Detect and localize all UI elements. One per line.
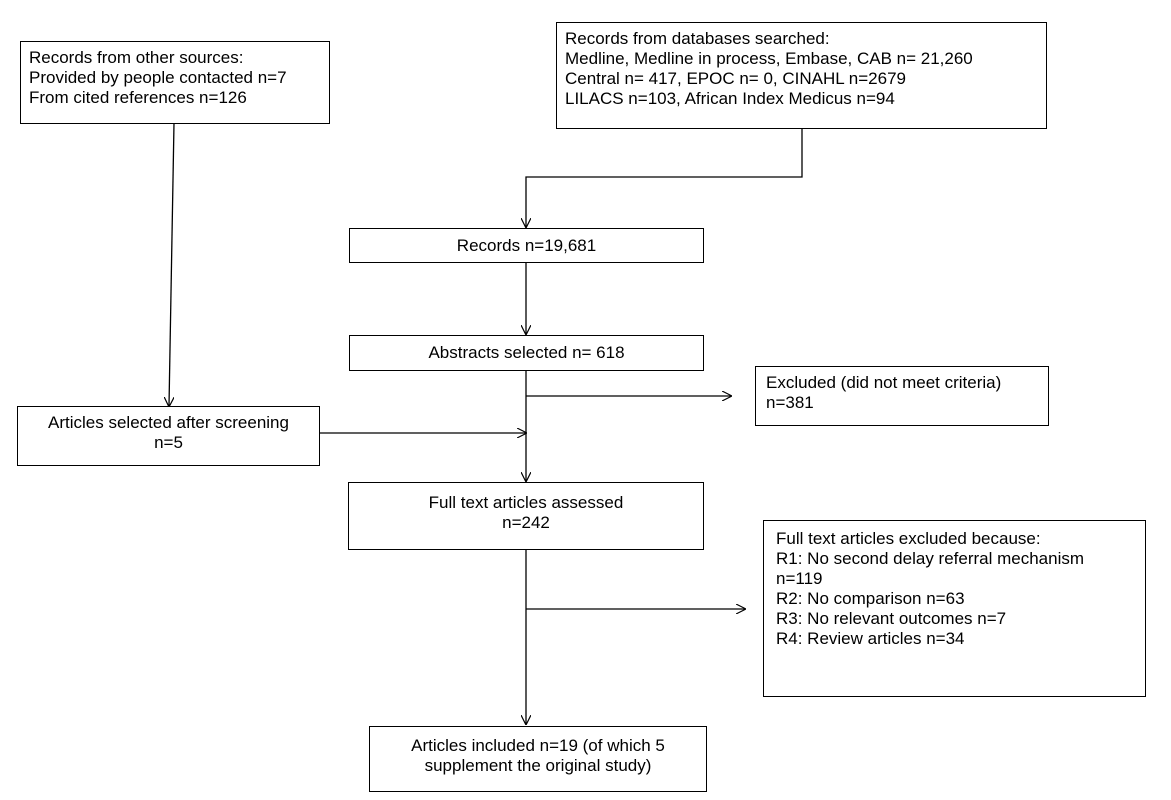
other-sources-line: From cited references n=126 xyxy=(29,88,247,107)
full-text-excluded-line: R1: No second delay referral mechanism xyxy=(776,549,1085,568)
connector-databases-to-records xyxy=(526,128,803,227)
screening-line: Articles selected after screening xyxy=(48,413,289,432)
box-other-sources: Records from other sources: Provided by … xyxy=(20,41,330,124)
full-text-excluded-line: Full text articles excluded because: xyxy=(776,529,1041,548)
box-records: Records n=19,681 xyxy=(349,228,704,263)
full-text-line: Full text articles assessed xyxy=(428,493,624,512)
box-excluded: Excluded (did not meet criteria) n=381 xyxy=(755,366,1049,426)
other-sources-line: Provided by people contacted n=7 xyxy=(29,68,287,87)
box-full-text-assessed: Full text articles assessed n=242 xyxy=(348,482,704,550)
full-text-excluded-line: R4: Review articles n=34 xyxy=(776,629,965,648)
full-text-excluded-line: R3: No relevant outcomes n=7 xyxy=(776,609,1007,628)
databases-line: LILACS n=103, African Index Medicus n=94 xyxy=(565,89,895,108)
included-line: Articles included n=19 (of which 5 xyxy=(411,736,665,755)
databases-line: Records from databases searched: xyxy=(565,29,830,48)
full-text-excluded-line: R2: No comparison n=63 xyxy=(776,589,965,608)
included-line: supplement the original study) xyxy=(424,756,652,775)
excluded-line: Excluded (did not meet criteria) xyxy=(766,373,1002,392)
box-abstracts-selected: Abstracts selected n= 618 xyxy=(349,335,704,371)
box-databases-searched: Records from databases searched: Medline… xyxy=(556,22,1047,129)
connector-other-sources-to-screening xyxy=(169,122,175,406)
records-line: Records n=19,681 xyxy=(456,236,597,255)
databases-line: Central n= 417, EPOC n= 0, CINAHL n=2679 xyxy=(565,69,906,88)
full-text-line: n=242 xyxy=(502,513,550,532)
box-articles-included: Articles included n=19 (of which 5 suppl… xyxy=(369,726,707,792)
box-articles-after-screening: Articles selected after screening n=5 xyxy=(17,406,320,466)
databases-line: Medline, Medline in process, Embase, CAB… xyxy=(565,49,973,68)
full-text-excluded-line: n=119 xyxy=(776,569,823,588)
other-sources-line: Records from other sources: xyxy=(29,48,244,67)
screening-line: n=5 xyxy=(154,433,183,452)
abstracts-line: Abstracts selected n= 618 xyxy=(428,343,625,362)
excluded-line: n=381 xyxy=(766,393,814,412)
box-full-text-excluded: Full text articles excluded because: R1:… xyxy=(763,520,1146,697)
